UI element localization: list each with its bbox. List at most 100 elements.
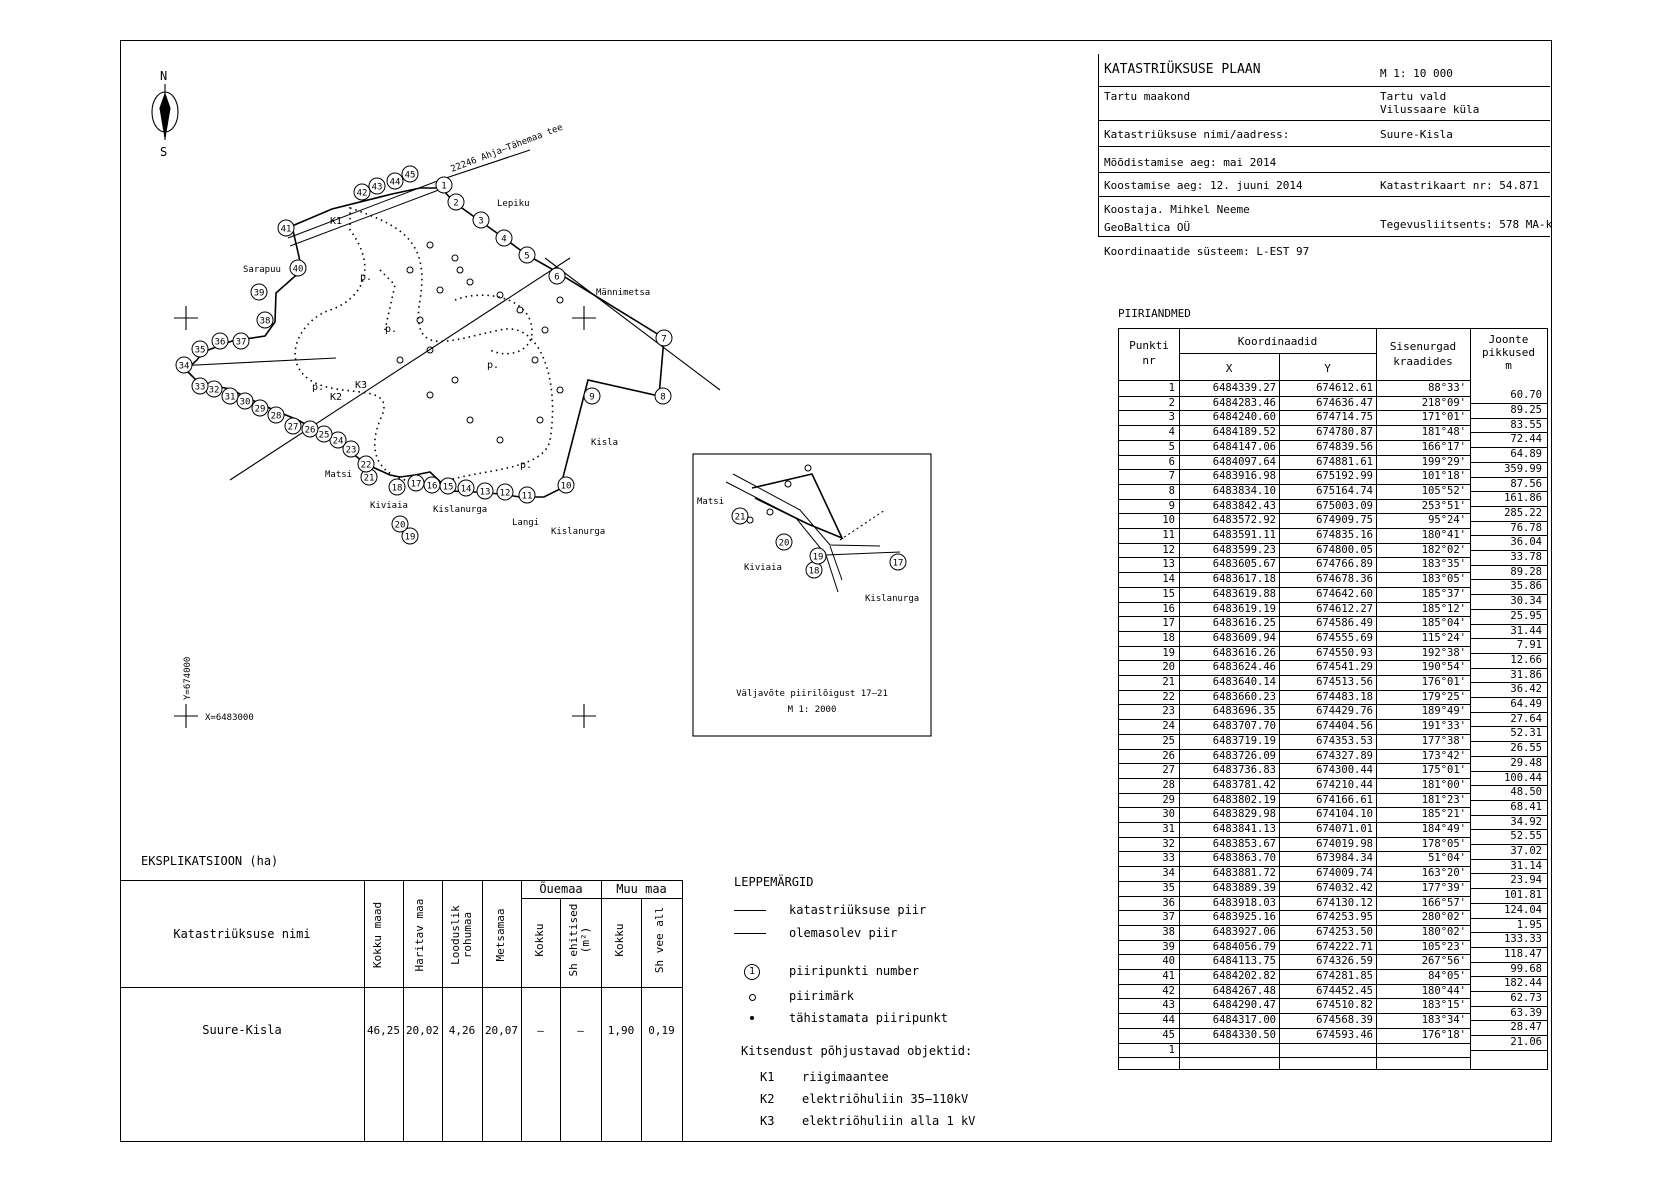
boundary-cell: 674714.75 <box>1316 411 1373 424</box>
boundary-cell: 19 <box>1162 646 1175 659</box>
expl-col-grass: Looduslik rohumaa <box>449 905 474 965</box>
boundary-point-42: 42 <box>353 183 371 201</box>
boundary-cell: 5 <box>1168 440 1175 453</box>
boundary-cell: 674612.27 <box>1316 602 1373 615</box>
boundary-cell: 17 <box>1162 617 1175 630</box>
boundary-length: 359.99 <box>1504 462 1542 475</box>
boundary-cell: 6484290.47 <box>1212 999 1276 1012</box>
neighbor-sarapuu: Sarapuu <box>243 265 281 275</box>
col-angle: Sisenurgad <box>1389 340 1457 353</box>
legend-existing-boundary: olemasolev piir <box>789 926 898 940</box>
parish: Tartu vald <box>1380 90 1447 103</box>
legend-point-number: piiripunkti number <box>789 964 920 978</box>
boundary-length: 83.55 <box>1510 418 1542 431</box>
boundary-cell: 6483853.67 <box>1212 837 1276 850</box>
tree-icon <box>766 508 774 516</box>
boundary-cell: 674404.56 <box>1316 720 1373 733</box>
boundary-cell: 171°01' <box>1421 411 1466 424</box>
boundary-cell: 674780.87 <box>1316 426 1373 439</box>
boundary-cell: 36 <box>1162 896 1175 909</box>
boundary-cell: 674429.76 <box>1316 705 1373 718</box>
boundary-length: 28.47 <box>1510 1021 1542 1034</box>
neighbor-kisla: Kisla <box>591 438 618 448</box>
boundary-cell: 189°49' <box>1421 705 1466 718</box>
svg-text:9: 9 <box>589 393 594 403</box>
svg-text:2: 2 <box>453 199 458 209</box>
boundary-cell: 184°49' <box>1421 823 1466 835</box>
boundary-point-19: 19 <box>401 527 419 545</box>
svg-text:19: 19 <box>813 553 824 563</box>
svg-text:33: 33 <box>195 383 206 393</box>
road-label: 22246 Ahja–Tähemaa tee <box>449 123 564 175</box>
svg-text:44: 44 <box>390 178 401 188</box>
boundary-cell: 45 <box>1162 1028 1175 1041</box>
boundary-cell: 674909.75 <box>1316 514 1373 527</box>
svg-text:37: 37 <box>236 338 247 348</box>
boundary-cell: 40 <box>1162 955 1175 968</box>
boundary-cell: 181°00' <box>1421 778 1466 791</box>
boundary-length: 76.78 <box>1510 521 1542 534</box>
boundary-cell: 183°05' <box>1421 573 1466 586</box>
boundary-cell: 105°23' <box>1421 940 1466 953</box>
boundary-point-25: 25 <box>315 425 333 443</box>
expl-row-name: Suure-Kisla <box>202 1023 282 1037</box>
boundary-length: 34.92 <box>1510 815 1542 828</box>
legend-title: LEPPEMÄRGID <box>734 875 814 889</box>
boundary-point-23: 23 <box>342 440 360 458</box>
svg-text:25: 25 <box>319 431 330 441</box>
boundary-cell: 6484147.06 <box>1212 440 1276 453</box>
boundary-cell: 674071.01 <box>1316 823 1373 835</box>
boundary-cell: 181°23' <box>1421 793 1466 806</box>
boundary-cell: 105°52' <box>1421 484 1466 497</box>
boundary-mark-icon <box>749 994 756 1001</box>
boundary-length: 31.14 <box>1510 859 1542 872</box>
boundary-cell: 32 <box>1162 837 1175 850</box>
tree-icon <box>426 241 434 249</box>
boundary-cell: 674009.74 <box>1316 867 1373 880</box>
boundary-length: 99.68 <box>1510 962 1542 975</box>
boundary-cell: 218°09' <box>1421 396 1466 409</box>
boundary-cell: 6483881.72 <box>1212 867 1276 880</box>
boundary-cell: 6483640.14 <box>1212 676 1276 688</box>
expl-col-total: Kokku maad <box>371 901 384 969</box>
boundary-length: 30.34 <box>1510 595 1542 608</box>
boundary-length: 118.47 <box>1504 947 1542 960</box>
expl-col-arable: Haritav maa <box>413 898 426 972</box>
boundary-cell: 674452.45 <box>1316 984 1373 997</box>
land-p-4: p. <box>487 360 499 371</box>
boundary-cell: 6483605.67 <box>1212 558 1276 571</box>
boundary-point-9: 9 <box>583 387 601 405</box>
boundary-length: 25.95 <box>1510 609 1542 622</box>
boundary-length: 7.91 <box>1516 639 1542 652</box>
boundary-cell: 6484339.27 <box>1212 382 1276 394</box>
boundary-cell: 177°39' <box>1421 881 1466 894</box>
boundary-cell: 6483918.03 <box>1212 896 1276 909</box>
col-length-2: pikkused <box>1482 346 1535 359</box>
col-length: Joonte <box>1488 333 1529 346</box>
boundary-cell: 4 <box>1168 426 1175 439</box>
coord-y-label: Y=674000 <box>183 657 193 700</box>
restriction-k1-desc: riigimaantee <box>802 1070 889 1084</box>
boundary-cell: 29 <box>1162 793 1175 806</box>
tree-icon <box>426 391 434 399</box>
boundary-cell: 14 <box>1162 573 1175 586</box>
boundary-length: 133.33 <box>1504 933 1542 946</box>
boundary-cell: 190°54' <box>1421 661 1466 674</box>
boundary-cell: 6483719.19 <box>1212 734 1276 747</box>
boundary-cell: 6483916.98 <box>1212 470 1276 483</box>
license: Tegevusliitsents: 578 MA-k <box>1380 218 1553 231</box>
inset-caption: Väljavõte piirilõigust 17–21 <box>736 689 888 699</box>
boundary-cell: 674881.61 <box>1316 455 1373 468</box>
boundary-title: PIIRIANDMED <box>1118 307 1191 320</box>
svg-text:10: 10 <box>561 482 572 492</box>
neighbor-langi: Langi <box>512 518 539 528</box>
boundary-cell: 26 <box>1162 749 1175 762</box>
neighbor-matsi: Matsi <box>325 470 352 480</box>
restriction-k3-code: K3 <box>760 1114 775 1128</box>
svg-text:39: 39 <box>254 289 265 299</box>
boundary-cell: 20 <box>1162 661 1175 674</box>
svg-text:17: 17 <box>893 559 904 569</box>
boundary-cell: 6484056.79 <box>1212 940 1276 953</box>
expl-col-forest: Metsamaa <box>494 908 507 962</box>
